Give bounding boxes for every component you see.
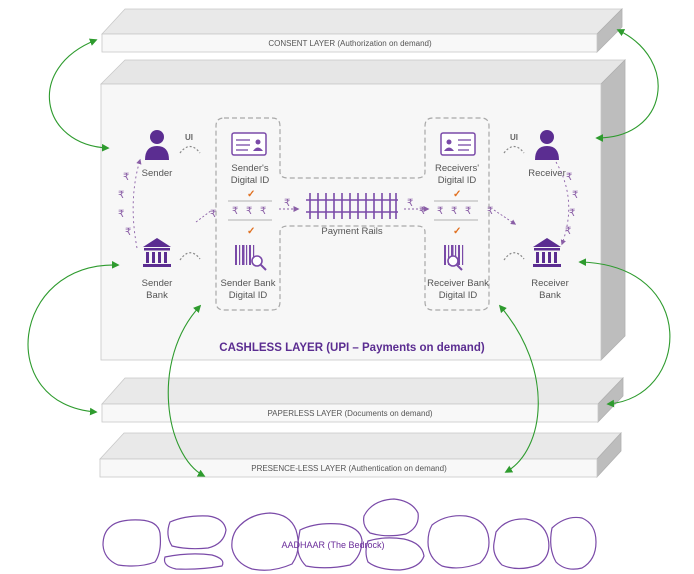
money-flow: ₹ ₹ ₹ [279, 198, 430, 217]
check-icon: ✓ [247, 189, 255, 200]
receiver-bank-to-paperless-arrow [578, 258, 671, 408]
bedrock-stone [297, 523, 363, 569]
sender-bank-barcode-icon [235, 245, 267, 271]
receiver-bank-digital-id-label-1: Receiver Bank [427, 278, 489, 289]
rupee-icon: ₹ [465, 206, 471, 217]
bedrock-stone [550, 516, 597, 570]
bedrock-label: AADHAAR (The Bedrock) [281, 540, 384, 550]
bedrock-stone [363, 498, 419, 537]
bedrock-stone [167, 515, 227, 550]
sender-bank-to-paperless-arrow [27, 260, 120, 416]
rupee-icon: ₹ [246, 206, 252, 217]
receiver-bank-id-to-presenceless-arrow [498, 304, 539, 473]
receiver-id-card-icon [440, 132, 476, 156]
paperless-layer: PAPERLESS LAYER (Documents on demand) [101, 377, 624, 423]
sender-bank-id-to-presenceless-arrow [167, 304, 206, 477]
sender-bank-label-2: Bank [146, 290, 168, 301]
ui-arc-right [503, 145, 525, 154]
check-icon: ✓ [453, 189, 461, 200]
sender-bank-digital-id-label-2: Digital ID [229, 290, 268, 301]
rupee-icon: ₹ [419, 206, 425, 217]
rupee-icon: ₹ [569, 208, 575, 219]
consent-to-receiver-arrow [595, 29, 659, 142]
bedrock-stone [493, 518, 550, 570]
receiver-digital-id-label-2: Digital ID [438, 175, 477, 186]
paperless-layer-label: PAPERLESS LAYER (Documents on demand) [267, 409, 432, 418]
ui-arc-left [179, 145, 201, 154]
rupee-icon: ₹ [566, 172, 572, 183]
rupee-icon: ₹ [232, 206, 238, 217]
bedrock-stone [163, 553, 224, 570]
check-icon: ✓ [453, 226, 461, 237]
aadhaar-bedrock [102, 498, 597, 571]
rupee-icon: ₹ [210, 209, 216, 220]
bank-arc-left [179, 252, 201, 261]
rupee-icon: ₹ [260, 206, 266, 217]
digital-id-outline [215, 117, 490, 311]
bank-arc-right [503, 252, 525, 261]
sender-digital-id-label-1: Sender's [231, 163, 268, 174]
sender-person-icon [145, 130, 169, 160]
presenceless-layer: PRESENCE-LESS LAYER (Authentication on d… [99, 431, 622, 479]
sender-bank-digital-id-label-1: Sender Bank [221, 278, 276, 289]
ui-label-left: UI [185, 133, 193, 142]
receiver-label: Receiver [528, 168, 566, 179]
rupee-icon: ₹ [487, 206, 493, 217]
rupee-icon: ₹ [407, 198, 413, 209]
cashless-layer-label: CASHLESS LAYER (UPI – Payments on demand… [219, 342, 485, 354]
bedrock-stone [102, 519, 162, 567]
consent-layer-label: CONSENT LAYER (Authorization on demand) [268, 39, 432, 48]
rupee-icon: ₹ [123, 172, 129, 183]
bedrock-stone [427, 515, 490, 569]
receiver-bank-label-1: Receiver [531, 278, 569, 289]
cashless-layer: CASHLESS LAYER (UPI – Payments on demand… [100, 59, 626, 361]
consent-to-sender-arrow [48, 38, 110, 152]
consent-layer: CONSENT LAYER (Authorization on demand) [101, 8, 623, 53]
bedrock-stone [231, 512, 299, 571]
receiver-person-icon [535, 130, 559, 160]
sender-label: Sender [142, 168, 173, 179]
sender-digital-id-label-2: Digital ID [231, 175, 270, 186]
ui-label-right: UI [510, 133, 518, 142]
sender-verification-column: ✓ ₹ ₹ ₹ ✓ [228, 189, 272, 237]
receiver-bank-label-2: Bank [539, 290, 561, 301]
receiver-bank-icon [533, 238, 561, 267]
payment-rails-label: Payment Rails [321, 226, 382, 237]
sender-rupee-trail: ₹ ₹ ₹ ₹ ₹ [118, 158, 216, 249]
rupee-icon: ₹ [118, 190, 124, 201]
receiver-bank-barcode-icon [444, 245, 464, 271]
presenceless-layer-label: PRESENCE-LESS LAYER (Authentication on d… [251, 464, 447, 473]
rupee-icon: ₹ [125, 227, 131, 238]
receiver-rupee-trail: ₹ ₹ ₹ ₹ ₹ [487, 161, 578, 246]
payment-rails-icon [306, 193, 398, 219]
sender-bank-label-1: Sender [142, 278, 173, 289]
receiver-verification-column: ✓ ₹ ₹ ₹ ✓ [434, 189, 478, 237]
rupee-icon: ₹ [572, 190, 578, 201]
rupee-icon: ₹ [118, 209, 124, 220]
receiver-digital-id-label-1: Receivers' [435, 163, 479, 174]
layer-connectors [27, 29, 671, 477]
receiver-bank-digital-id-label-2: Digital ID [439, 290, 478, 301]
rupee-icon: ₹ [451, 206, 457, 217]
rupee-icon: ₹ [565, 226, 571, 237]
rupee-icon: ₹ [284, 198, 290, 209]
check-icon: ✓ [247, 226, 255, 237]
sender-id-card-icon [231, 132, 267, 156]
bedrock-stone [365, 537, 425, 571]
sender-bank-icon [143, 238, 171, 267]
rupee-icon: ₹ [437, 206, 443, 217]
